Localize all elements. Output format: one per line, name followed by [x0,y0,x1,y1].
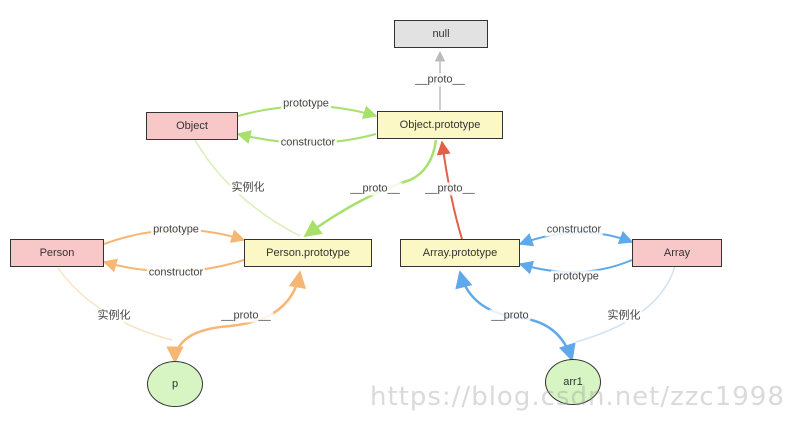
label-person-constructor: constructor [146,266,206,280]
label-arr1-proto: __proto [489,309,531,323]
label-object-prototype: prototype [281,97,331,111]
label-object-constructor: constructor [278,136,338,150]
edge-array-instantiate [575,265,676,343]
node-array: Array [632,239,722,267]
node-array-prototype: Array.prototype [400,239,520,267]
label-object-proto-null: __proto__ [413,73,467,87]
edge-person-prototype-to-object-prototype [303,139,438,238]
label-array-constructor: constructor [544,223,604,237]
watermark-text: https://blog.csdn.net/zzc1998 [370,382,785,412]
label-person-prototype: prototype [151,223,201,237]
node-null: null [394,20,488,48]
edge-p-to-person-prototype [166,270,307,364]
node-object: Object [146,112,238,140]
label-person-prototype-proto: __proto__ [348,182,402,196]
label-array-instantiate: 实例化 [605,309,643,323]
label-array-prototype-proto: __proto__ [423,182,477,196]
label-array-prototype: prototype [551,270,601,284]
node-person-prototype: Person.prototype [244,239,372,267]
node-person: Person [10,239,104,267]
node-arr1: arr1 [545,359,601,405]
node-p: p [147,361,203,407]
label-object-instantiate: 实例化 [229,181,267,195]
label-p-proto: __proto__ [219,309,273,323]
label-person-instantiate: 实例化 [95,309,133,323]
node-object-prototype: Object.prototype [377,111,503,139]
